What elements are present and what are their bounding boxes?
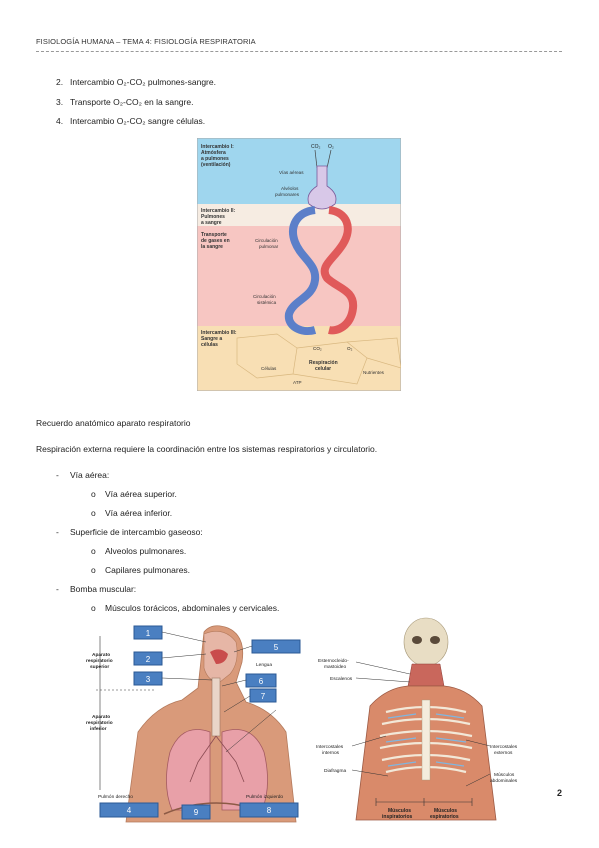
respiratory-muscles-figure: Esternocleido-mastoideo Escalenos Interc… — [316, 616, 538, 826]
page-number: 2 — [557, 788, 563, 798]
vias-label: Vías aéreas — [279, 170, 304, 175]
alveolus — [307, 165, 337, 210]
label-box-7 — [249, 688, 277, 703]
section-intro: Respiración externa requiere la coordina… — [36, 444, 378, 454]
box-2-text: 2 — [146, 655, 151, 664]
lengua-label: Lengua — [256, 662, 272, 668]
pulmon-der-label: Pulmón derecho — [98, 794, 133, 800]
co2-cell-label: CO₂ — [313, 346, 322, 351]
right-lung — [166, 729, 211, 811]
box-3-text: 3 — [146, 675, 151, 684]
list-item: 4.Intercambio O₂-CO₂ sangre células. — [56, 116, 206, 126]
label-box-6 — [245, 673, 277, 688]
box-8-text: 8 — [267, 806, 272, 815]
label-box-3 — [133, 671, 163, 686]
nutrientes-label: Nutrientes — [363, 370, 385, 375]
pulmon-izq-label: Pulmón izquierdo — [246, 794, 283, 800]
arterial-vessel — [320, 206, 358, 335]
label-box-2 — [133, 651, 163, 666]
box-1-text: 1 — [146, 629, 151, 638]
list-item: 2.Intercambio O₂-CO₂ pulmones-sangre. — [56, 77, 216, 87]
label-box-1 — [133, 625, 163, 640]
venous-vessel — [284, 206, 320, 335]
bullet-item: -Bomba muscular: — [56, 584, 137, 594]
bullet-item: -Superficie de intercambio gaseoso: — [56, 527, 203, 537]
o2-cell-label: O₂ — [347, 346, 353, 351]
esterno-label: Esternocleido-mastoideo — [318, 658, 349, 670]
band-ventilation — [197, 138, 401, 204]
diafragma-label: Diafragma — [324, 768, 346, 774]
co2-label: CO₂ — [311, 144, 321, 150]
label-box-9 — [181, 804, 211, 820]
section-title: Recuerdo anatómico aparato respiratorio — [36, 418, 191, 428]
list-item: 3.Transporte O₂-CO₂ en la sangre. — [56, 97, 194, 107]
box-9-text: 9 — [194, 808, 199, 817]
label-box-5 — [251, 639, 301, 654]
box-6-text: 6 — [259, 677, 264, 686]
bullet-item: -Vía aérea: — [56, 470, 110, 480]
skull — [403, 617, 449, 667]
escalenos-label: Escalenos — [330, 676, 353, 682]
box-5-text: 5 — [274, 643, 279, 652]
header-divider — [36, 51, 562, 52]
label-box-8 — [239, 802, 299, 818]
celulas-label: Células — [261, 366, 277, 371]
o2-label: O₂ — [328, 144, 334, 150]
page-header: FISIOLOGÍA HUMANA – TEMA 4: FISIOLOGÍA R… — [36, 37, 256, 46]
atp-label: ATP — [293, 380, 302, 385]
label-box-4 — [99, 802, 159, 818]
box-7-text: 7 — [261, 692, 266, 701]
box-4-text: 4 — [127, 806, 132, 815]
